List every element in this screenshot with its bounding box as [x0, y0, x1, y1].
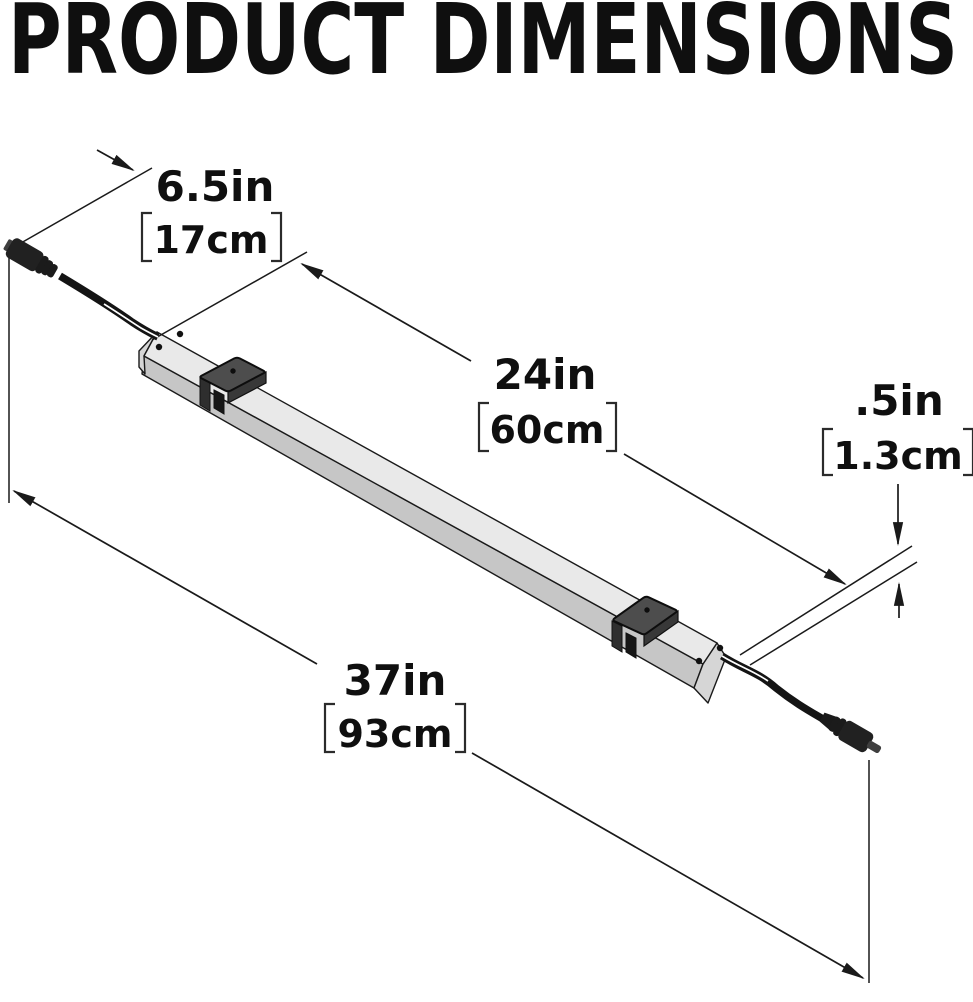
label-overall-cm: 93cm [337, 712, 452, 756]
cable-left-gap [103, 303, 159, 338]
dim-line-24in-right [623, 453, 847, 586]
mounting-clip-right [611, 595, 679, 659]
screw-dot [695, 657, 703, 665]
extension-line-bar-left [151, 251, 308, 341]
bracket-left [140, 211, 152, 263]
bracket-left [323, 702, 335, 754]
dimension-lines [8, 149, 918, 983]
connector-pin [866, 740, 882, 754]
connector-rib [833, 718, 847, 737]
clip-top [199, 356, 266, 393]
bracket-right [455, 702, 467, 754]
label-thickness-cm: 1.3cm [833, 434, 962, 478]
extension-line-thickness-bottom [749, 561, 918, 666]
clip-screw-dot [230, 368, 236, 374]
dim-line-24in-left [300, 263, 472, 362]
clip-leg [611, 620, 623, 653]
connector-barrel [5, 238, 44, 272]
clip-screw-dot [644, 607, 650, 613]
label-overall-in: 37in [344, 656, 447, 705]
mounting-clip-left [199, 356, 267, 415]
connector-barrel [838, 720, 874, 753]
arrow-cable-dim-left [96, 149, 135, 171]
connector-rib [828, 716, 841, 732]
bracket-right [606, 401, 618, 453]
screw-dot [155, 343, 163, 351]
label-strip-in: 24in [494, 350, 597, 399]
power-connector-left [3, 238, 160, 341]
bracket-right [963, 427, 973, 477]
page-title: PRODUCT DIMENSIONS [8, 0, 958, 96]
bracket-right [271, 211, 283, 263]
connector-rib [35, 255, 49, 274]
label-thickness-in: .5in [854, 376, 943, 425]
extension-line-thickness-top [739, 545, 913, 656]
dim-line-37in-right [471, 752, 865, 979]
label-strip-cm: 60cm [489, 408, 604, 452]
clip-top [612, 595, 678, 636]
extension-line-connector-left [13, 167, 153, 248]
bracket-left [477, 401, 489, 453]
cable-right [719, 652, 830, 726]
clip-leg [213, 389, 225, 415]
light-bar [138, 330, 727, 704]
power-connector-right [719, 652, 882, 754]
screw-dot [176, 330, 184, 338]
cable-right-gap [721, 655, 769, 682]
dimension-labels: 6.5in 17cm 24in 60cm .5in 1.3cm 37in 93c… [140, 162, 973, 756]
connector-taper [819, 712, 838, 730]
bar-top-face [143, 331, 718, 665]
connector-rib [41, 260, 54, 276]
dim-line-37in-left [12, 490, 318, 665]
screw-dot [716, 644, 724, 652]
clip-leg [625, 632, 637, 659]
label-cable-in: 6.5in [156, 162, 275, 211]
label-cable-cm: 17cm [153, 218, 268, 262]
connector-rib [46, 264, 58, 278]
bracket-left [821, 427, 833, 477]
